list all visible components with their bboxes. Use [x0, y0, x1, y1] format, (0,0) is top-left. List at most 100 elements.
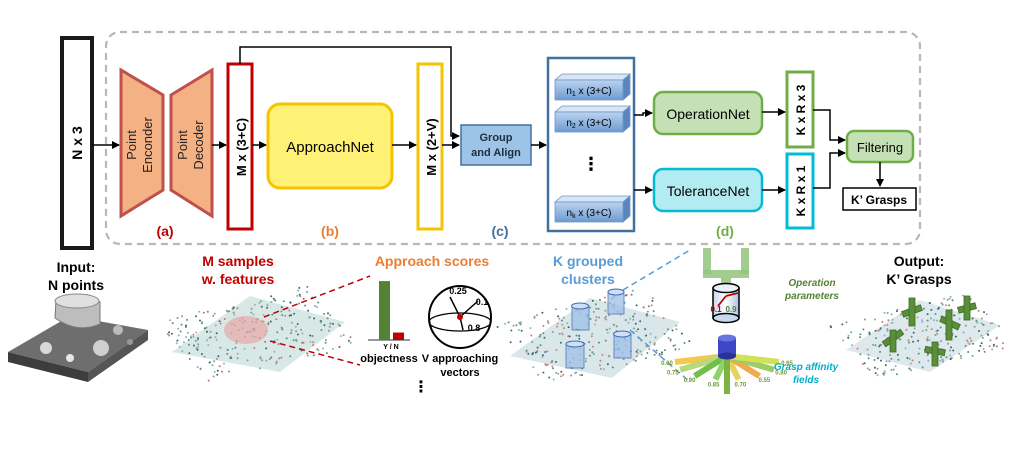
cloud-point [881, 321, 884, 323]
cloud-point [926, 313, 929, 316]
cloud-point [302, 297, 305, 300]
cloud-point [578, 337, 581, 340]
cloud-point [842, 339, 845, 342]
cloud-point [935, 319, 938, 322]
cloud-point [290, 332, 292, 334]
cloud-point [635, 355, 638, 358]
cloud-point [688, 340, 691, 343]
cloud-point [995, 345, 998, 348]
cluster-cylinder-4 [565, 340, 585, 369]
approach-ellipsis: ⋮ [413, 379, 429, 396]
cloud-point [592, 310, 595, 313]
decoder-label-line1: Point [175, 130, 190, 160]
cloud-point [253, 303, 256, 306]
cloud-point [867, 353, 870, 356]
cloud-point [982, 348, 985, 350]
cloud-point [891, 318, 894, 321]
cloud-point [594, 323, 596, 326]
cloud-point [873, 366, 876, 369]
cloud-point [632, 358, 635, 361]
input-caption-line2: N points [48, 277, 104, 293]
operationnet-block [652, 90, 764, 136]
operation-output-block [785, 70, 815, 149]
cloud-point [910, 369, 912, 372]
cloud-point [608, 327, 611, 330]
cloud-point [934, 334, 937, 337]
cloud-point [536, 350, 539, 352]
cloud-point [912, 331, 915, 334]
cloud-point [552, 378, 555, 381]
cloud-point [541, 311, 544, 314]
cloud-point [599, 367, 602, 370]
cloud-point [926, 354, 929, 357]
cloud-point [980, 322, 983, 325]
group-align-line2: and Align [471, 147, 521, 159]
cloud-point [235, 342, 238, 345]
cloud-point [568, 335, 571, 338]
cloud-point [951, 299, 954, 302]
cloud-point [579, 374, 582, 377]
cloud-point [259, 355, 262, 358]
operation-output-label: K x R x 3 [794, 84, 808, 135]
cloud-point [176, 317, 179, 319]
cloud-point [912, 340, 915, 343]
cloud-point [171, 322, 174, 325]
cloud-point [978, 349, 981, 352]
cloud-point [940, 356, 943, 359]
cloud-point [599, 298, 601, 301]
cloud-point [234, 346, 237, 349]
cloud-point [213, 360, 216, 363]
decoder-label-line2: Decoder [191, 120, 206, 170]
cloud-point [581, 374, 583, 377]
cloud-point [615, 325, 618, 328]
cloud-point [293, 312, 296, 315]
cloud-point [683, 342, 686, 344]
cloud-point [561, 323, 564, 326]
cloud-point [298, 302, 301, 305]
cluster-box-2: n2 x (3+C) [553, 105, 632, 133]
cloud-point [658, 352, 661, 355]
cloud-point [187, 338, 190, 341]
cloud-point [556, 325, 559, 328]
cloud-point [928, 338, 931, 341]
cloud-point [899, 338, 901, 341]
v-vectors-label-line1: V approaching [422, 353, 498, 365]
cloud-point [567, 326, 570, 329]
cloud-point [608, 314, 610, 317]
cloud-point [277, 343, 280, 346]
cloud-point [868, 333, 871, 336]
cloud-point [655, 349, 658, 352]
cloud-point [584, 360, 587, 363]
sphere-value-1: 0.25 [449, 286, 467, 296]
cloud-point [1001, 347, 1004, 350]
cloud-point [533, 315, 536, 318]
cloud-point [918, 347, 921, 350]
cloud-point [1001, 342, 1004, 345]
tolerance-output-label: K x R x 1 [794, 165, 808, 216]
v-vectors-label-line2: vectors [440, 367, 479, 379]
cloud-point [598, 316, 601, 319]
encoder-label-line1: Point [124, 130, 139, 160]
cloud-point [532, 366, 535, 369]
cloud-point [288, 309, 291, 312]
cloud-point [595, 307, 598, 310]
objectness-bar-no [393, 332, 404, 340]
cloud-point [964, 345, 967, 347]
operation-value-2: 0.9 [725, 305, 737, 314]
cloud-point [879, 344, 881, 347]
cloud-point [185, 336, 187, 339]
operation-params-line2: parameters [784, 291, 839, 302]
cloud-point [575, 371, 578, 374]
cloud-point [938, 306, 940, 309]
cluster-cylinder-3 [613, 330, 632, 359]
cloud-point [557, 372, 560, 375]
section-label-c: (c) [491, 223, 508, 239]
cloud-point [988, 345, 991, 348]
cloud-point [917, 352, 920, 355]
cloud-point [342, 334, 345, 337]
cloud-point [930, 317, 932, 320]
cloud-point [560, 375, 563, 378]
cloud-point [634, 359, 637, 362]
cloud-point [873, 318, 876, 321]
cloud-point [847, 334, 850, 337]
